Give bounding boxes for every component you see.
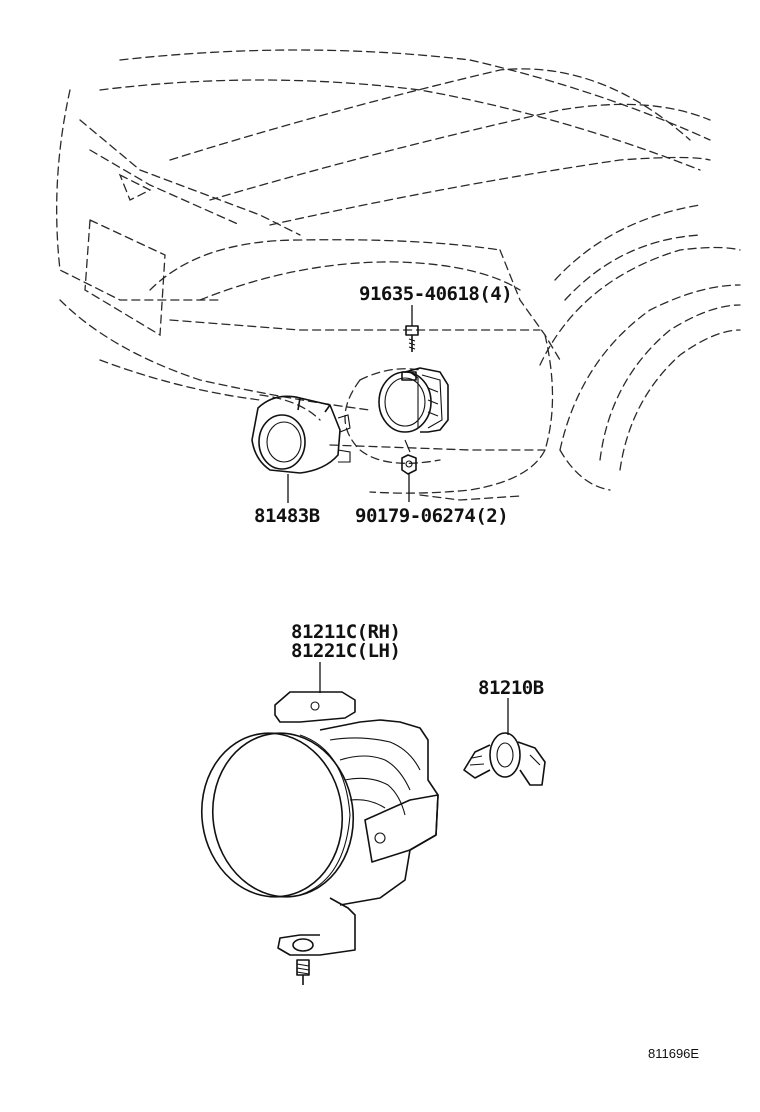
bulb-81210b	[463, 698, 546, 786]
fog-lamp-installed	[378, 367, 449, 433]
fog-lamp-assembly	[200, 662, 439, 985]
vehicle-front-outline	[56, 49, 741, 501]
callout-bolt: 91635-40618(4)	[359, 283, 513, 305]
bolt-91635	[405, 305, 419, 352]
nut-90179	[401, 439, 417, 502]
callout-bezel: 81483B	[254, 505, 320, 527]
bezel-81483b	[251, 395, 351, 503]
illustration-reference: 811696E	[648, 1046, 700, 1061]
callout-lamp-rh: 81211C(RH)	[291, 621, 401, 643]
callout-lamp-lh: 81221C(LH)	[291, 640, 401, 662]
callout-nut: 90179-06274(2)	[355, 505, 509, 527]
callout-bulb: 81210B	[478, 677, 544, 699]
